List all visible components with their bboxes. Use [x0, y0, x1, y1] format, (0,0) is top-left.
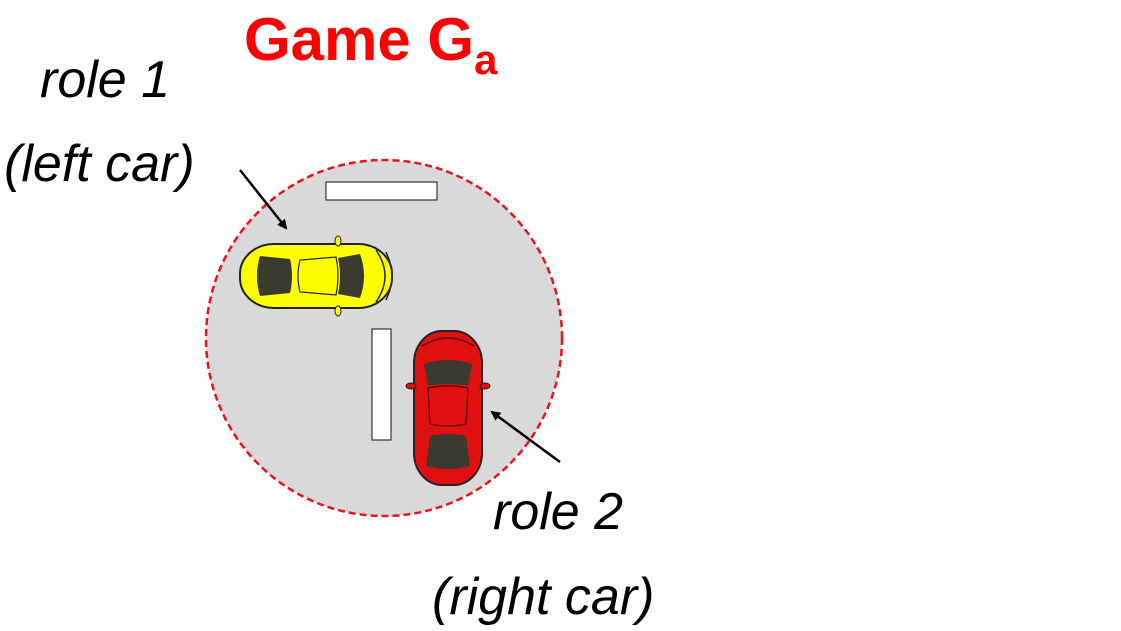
obstacle-vertical: [371, 328, 392, 441]
left-car-yellow: [239, 235, 393, 317]
role-1-label: role 1: [40, 51, 171, 109]
game-title: Game Ga: [244, 4, 497, 96]
role-2-detail: (right car): [432, 568, 655, 626]
role-2-label: role 2: [493, 483, 624, 541]
role-1-detail: (left car): [4, 135, 195, 193]
game-title-subscript: a: [474, 36, 498, 83]
right-car-red: [405, 330, 491, 486]
game-title-text: Game G: [244, 6, 475, 73]
role-1-arrow: [239, 169, 288, 230]
obstacle-horizontal: [325, 181, 438, 201]
role-2-arrow: [490, 410, 561, 464]
